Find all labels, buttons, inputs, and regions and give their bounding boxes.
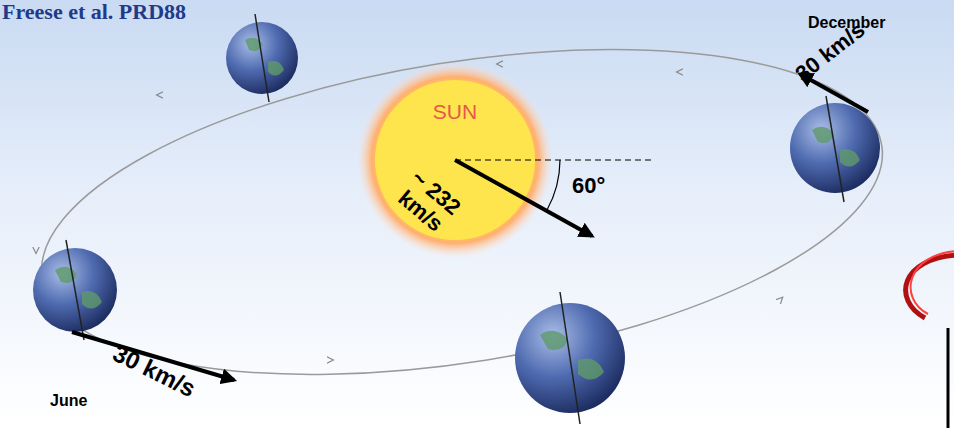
orbit-direction <box>679 72 680 73</box>
earth-june <box>33 240 117 340</box>
rotation-axis <box>947 328 950 428</box>
node-label: SUN <box>433 100 477 124</box>
orbit-direction <box>36 250 37 251</box>
sun-velocity-arrow <box>455 160 592 236</box>
orbit-path <box>19 0 905 427</box>
orbit-direction <box>330 360 331 361</box>
speed-label: 30 km/s <box>109 340 200 402</box>
orbit-direction <box>159 95 160 96</box>
month-label: December <box>808 14 885 32</box>
rotation-loop <box>906 255 954 318</box>
angle-arc <box>547 160 560 210</box>
rotation-loop <box>911 251 954 314</box>
reference-line <box>455 159 655 160</box>
month-label: June <box>50 392 87 410</box>
speed-label: ~ 232 km/s <box>385 161 471 244</box>
earth-top <box>226 14 298 102</box>
orbit-direction <box>499 64 500 65</box>
angle-label: 60° <box>572 174 605 198</box>
orbit-direction <box>780 299 781 300</box>
citation-heading: Freese et al. PRD88 <box>2 0 186 24</box>
earth-bottom <box>515 292 625 424</box>
